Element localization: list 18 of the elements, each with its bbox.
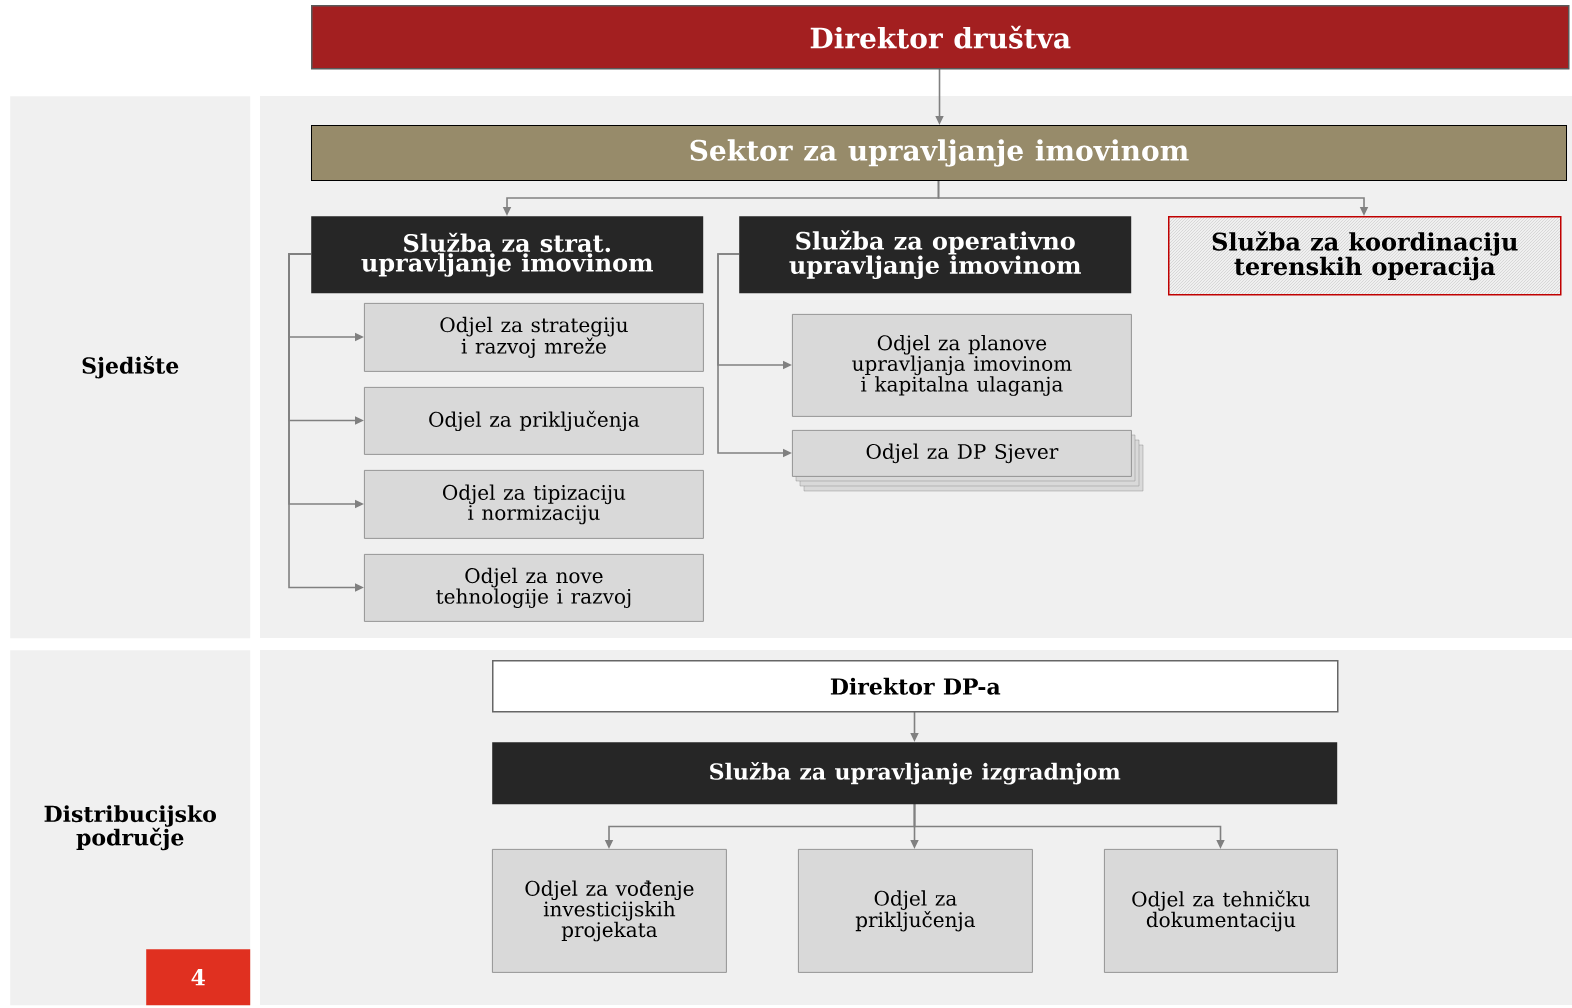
department-box: Odjel za planove upravljanja imovinom i kapitalna ulaganja <box>792 314 1132 417</box>
director-box: Direktor DP-a <box>492 660 1339 713</box>
department-box: Odjel za DP Sjever <box>792 430 1144 492</box>
sector-box: Sektor za upravljanje imovinom <box>311 125 1567 181</box>
department-box: Odjel za priključenja <box>798 849 1033 973</box>
department-box: Odjel za strategiju i razvoj mreže <box>364 303 704 372</box>
department-box: Odjel za tehničku dokumentaciju <box>1104 849 1338 973</box>
page-number-badge: 4 <box>146 949 251 1006</box>
department-box: Odjel za nove tehnologije i razvoj <box>364 554 704 622</box>
service-box: Služba za operativno upravljanje imovinom <box>739 216 1132 294</box>
department-box: Odjel za priključenja <box>364 387 704 455</box>
service-box: Služba za strat. upravljanje imovinom <box>311 216 704 294</box>
service-box: Služba za koordinaciju terenskih operacija <box>1168 216 1562 296</box>
title-box: Direktor društva <box>311 5 1570 70</box>
department-box: Odjel za vođenje investicijskih projekata <box>492 849 727 973</box>
department-box: Odjel za tipizaciju i normizaciju <box>364 470 704 539</box>
level-band: Sjedište <box>10 96 251 639</box>
service-box: Služba za upravljanje izgradnjom <box>492 742 1338 805</box>
